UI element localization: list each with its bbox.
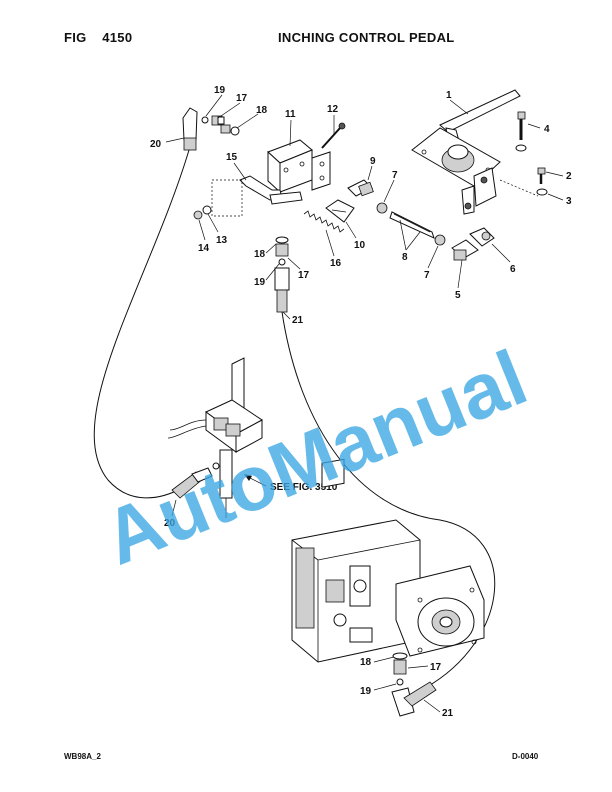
leader-lines — [165, 94, 564, 713]
callout-17-top: 17 — [236, 93, 248, 104]
threaded-rod-8 — [389, 211, 435, 239]
callout-14: 14 — [198, 243, 210, 254]
elbow-21-bottom — [391, 681, 437, 717]
callout-7-upper: 7 — [392, 170, 398, 181]
callout-11: 11 — [285, 109, 296, 120]
see-fig-note: SEE FIG. 3510 — [270, 482, 338, 493]
callout-20-lower: 20 — [164, 518, 176, 529]
nut-7-upper — [376, 202, 388, 214]
clip-6 — [469, 227, 495, 247]
callout-1: 1 — [446, 90, 452, 101]
see-fig-arrowhead — [244, 474, 252, 481]
clevis-5 — [451, 239, 479, 261]
switch-plate-outline — [211, 179, 243, 217]
nut-7-lower — [434, 234, 446, 246]
valve-assembly — [167, 357, 263, 518]
callout-18-top: 18 — [256, 105, 268, 116]
callout-21-bottom: 21 — [442, 708, 454, 719]
bracket-15 — [239, 175, 303, 205]
union-17-top — [211, 115, 225, 126]
callout-21-middle: 21 — [292, 315, 304, 326]
callout-19-top: 19 — [214, 85, 226, 96]
mounting-block-11 — [267, 139, 331, 194]
callout-18-bottom: 18 — [360, 657, 372, 668]
cable-end-20-lower — [171, 467, 213, 499]
elbow-fitting-20-top — [182, 107, 198, 151]
callout-12: 12 — [327, 104, 339, 115]
callout-8: 8 — [402, 252, 408, 263]
callout-9: 9 — [370, 156, 376, 167]
clevis-9 — [347, 179, 374, 197]
clip-10 — [325, 199, 355, 223]
hydraulic-pump — [291, 458, 485, 663]
assembly-dash-3 — [499, 179, 539, 197]
callouts: 19 17 18 20 11 12 15 14 13 1 4 2 3 7 9 1… — [150, 85, 572, 719]
union-17-bottom — [393, 659, 407, 675]
cable-20-loop — [93, 149, 190, 499]
nut-14 — [193, 210, 203, 220]
footer-left-code: WB98A_2 — [64, 752, 101, 761]
washer-13 — [202, 205, 212, 215]
callout-10: 10 — [354, 240, 366, 251]
callout-3: 3 — [566, 196, 572, 207]
washer-3 — [536, 188, 548, 196]
screw-2 — [537, 167, 546, 184]
bolt-12 — [321, 122, 346, 149]
callout-15: 15 — [226, 152, 238, 163]
callout-5: 5 — [455, 290, 461, 301]
callout-19-bottom: 19 — [360, 686, 372, 697]
callout-7-lower: 7 — [424, 270, 430, 281]
callout-16: 16 — [330, 258, 342, 269]
callout-2: 2 — [566, 171, 572, 182]
oring-19-middle — [278, 258, 286, 266]
oring-19-bottom — [396, 678, 404, 686]
oring-18-top — [230, 126, 240, 136]
callout-6: 6 — [510, 264, 516, 275]
callout-18-middle: 18 — [254, 249, 266, 260]
oring-18-middle — [275, 236, 289, 244]
fig-number: 4150 — [102, 30, 133, 45]
cable-end-21-middle — [274, 267, 290, 313]
page-title: INCHING CONTROL PEDAL — [278, 30, 455, 45]
union-17-middle — [275, 243, 289, 257]
callout-13: 13 — [216, 235, 228, 246]
inching-pedal-1 — [411, 89, 521, 215]
callout-17-middle: 17 — [298, 270, 310, 281]
footer-right-code: D-0040 — [512, 752, 539, 761]
bolt-4 — [515, 111, 527, 152]
figure-label: FIG 4150 — [64, 30, 132, 45]
oring-18-bottom — [392, 652, 408, 660]
oring-lower-20 — [212, 462, 220, 470]
fitting-oring-top — [220, 124, 231, 134]
oring-19-top — [201, 116, 209, 124]
callout-17-bottom: 17 — [430, 662, 442, 673]
callout-20-top: 20 — [150, 139, 162, 150]
spring-16 — [303, 210, 345, 233]
callout-19-middle: 19 — [254, 277, 266, 288]
fig-prefix: FIG — [64, 30, 87, 45]
callout-4: 4 — [544, 124, 550, 135]
